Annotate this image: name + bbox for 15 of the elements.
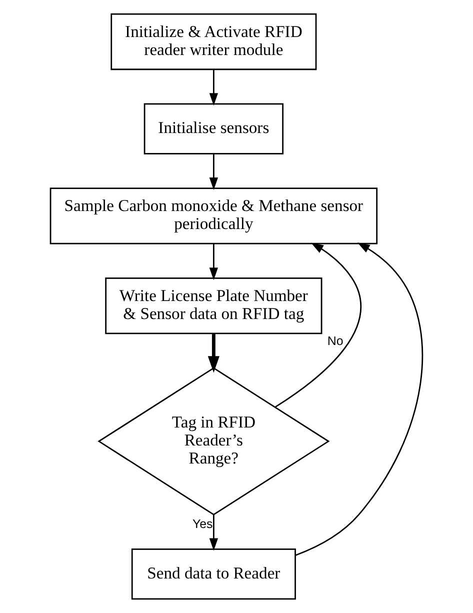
arrow bbox=[208, 334, 220, 373]
node-box: Send data to Reader bbox=[131, 548, 296, 600]
arrow bbox=[275, 242, 362, 408]
node-box: Initialise sensors bbox=[144, 103, 284, 154]
node-box: Write License Plate Number & Sensor data on RFID tag bbox=[105, 277, 322, 334]
arrow bbox=[209, 514, 218, 551]
arrow bbox=[209, 70, 218, 106]
node-diamond: Tag in RFID Reader’s Range? bbox=[98, 367, 330, 516]
node-box: Initialize & Activate RFID reader writer module bbox=[110, 13, 317, 70]
edge-label: No bbox=[327, 334, 344, 348]
edge-label: Yes bbox=[192, 516, 213, 531]
arrow bbox=[209, 154, 218, 190]
arrow bbox=[209, 244, 218, 280]
node-box: Sample Carbon monoxide & Methane sensor periodically bbox=[50, 188, 378, 244]
arrow bbox=[295, 242, 423, 556]
